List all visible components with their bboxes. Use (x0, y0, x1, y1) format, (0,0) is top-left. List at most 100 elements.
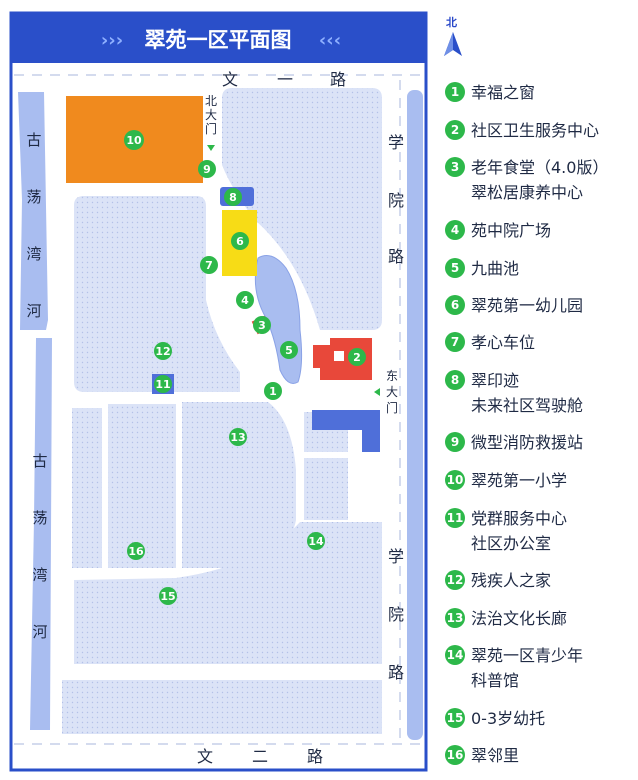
legend-label: 残疾人之家 (471, 568, 551, 593)
svg-text:15: 15 (160, 590, 175, 603)
legend-label-line: 翠邻里 (471, 746, 520, 765)
svg-text:10: 10 (126, 134, 142, 147)
marker-12[interactable]: 12 (154, 342, 172, 360)
marker-1[interactable]: 1 (264, 382, 282, 400)
legend-item-9[interactable]: 9 微型消防救援站 (445, 430, 583, 455)
marker-9[interactable]: 9 (198, 160, 216, 178)
marker-5[interactable]: 5 (280, 341, 298, 359)
east-gate-char-3: 门 (386, 400, 398, 415)
east-gate-arrow-icon (374, 388, 380, 396)
legend-label-line: 孝心车位 (471, 333, 536, 352)
svg-text:7: 7 (205, 259, 213, 272)
legend-label: 法治文化长廊 (471, 606, 567, 631)
north-gate-char-2: 大 (205, 108, 217, 122)
legend-label-line: 老年食堂（4.0版） (471, 158, 609, 177)
legend-badge: 13 (445, 608, 465, 628)
road-top-char-2: 一 (277, 70, 293, 89)
marker-2[interactable]: 2 (348, 348, 366, 366)
river-upper (18, 92, 48, 330)
marker-10[interactable]: 10 (124, 130, 144, 150)
legend-item-5[interactable]: 5 九曲池 (445, 256, 519, 281)
legend-label-line: 翠苑第一幼儿园 (471, 296, 584, 315)
title-deco-right: ‹‹‹ (319, 30, 341, 51)
legend-badge: 1 (445, 82, 465, 102)
legend-label: 党群服务中心社区办公室 (471, 506, 567, 556)
legend-label-line: 翠苑第一小学 (471, 471, 568, 490)
river-upper-char-1: 古 (26, 131, 41, 149)
legend-item-13[interactable]: 13 法治文化长廊 (445, 606, 567, 631)
compass-label: 北 (446, 16, 457, 29)
legend-label: 九曲池 (471, 256, 519, 281)
legend-badge: 3 (445, 157, 465, 177)
road-bottom-char-1: 文 (197, 747, 213, 766)
river-lower-char-2: 荡 (32, 509, 47, 527)
legend-label: 翠苑一区青少年科普馆 (471, 643, 583, 693)
legend-label: 翠印迹未来社区驾驶舱 (471, 368, 583, 418)
road-right-upper-char-2: 院 (388, 191, 404, 210)
marker-16[interactable]: 16 (127, 542, 145, 560)
river-lower-char-3: 湾 (32, 566, 47, 584)
map-title: 翠苑一区平面图 (145, 28, 292, 52)
block-13-area (182, 402, 296, 568)
road-top-char-3: 路 (330, 70, 346, 89)
compass: 北 (442, 14, 464, 60)
legend-label-line: 法治文化长廊 (471, 609, 568, 628)
legend-label: 翠苑第一幼儿园 (471, 293, 583, 318)
legend-label: 幸福之窗 (471, 80, 535, 105)
road-right-lower-char-1: 学 (388, 547, 404, 566)
svg-text:6: 6 (236, 235, 244, 248)
legend-badge: 16 (445, 745, 465, 765)
legend-label: 翠苑第一小学 (471, 468, 567, 493)
legend-badge: 5 (445, 258, 465, 278)
marker-11[interactable]: 11 (154, 375, 172, 393)
marker-8[interactable]: 8 (224, 188, 242, 206)
marker-14[interactable]: 14 (307, 532, 325, 550)
svg-text:9: 9 (203, 163, 211, 176)
title-bar (11, 13, 426, 63)
marker-3[interactable]: 3 (253, 316, 271, 334)
legend-badge: 9 (445, 432, 465, 452)
block-16-area (108, 404, 176, 568)
legend-label: 0-3岁幼托 (471, 706, 545, 731)
marker-15[interactable]: 15 (159, 587, 177, 605)
legend-item-10[interactable]: 10 翠苑第一小学 (445, 468, 567, 493)
legend-label: 微型消防救援站 (471, 430, 583, 455)
road-bottom-char-2: 二 (252, 747, 268, 766)
community-map: ››› 翠苑一区平面图 ‹‹‹ 文 一 路 文 二 路 学 院 路 学 院 路 … (9, 11, 428, 772)
legend-label-line: 翠印迹 (471, 371, 520, 390)
legend-label-line: 社区卫生服务中心 (471, 121, 600, 140)
road-right-lower-char-3: 路 (388, 663, 404, 682)
block-east-small-2 (304, 458, 348, 520)
marker-4[interactable]: 4 (236, 291, 254, 309)
svg-text:14: 14 (308, 535, 324, 548)
road-bottom-char-3: 路 (307, 747, 323, 766)
east-gate-char-1: 东 (386, 369, 398, 383)
road-right-upper-char-3: 路 (388, 247, 404, 266)
legend-label-line: 残疾人之家 (471, 571, 552, 590)
right-river-strip (407, 90, 423, 740)
svg-text:2: 2 (353, 351, 361, 364)
legend-item-1[interactable]: 1 幸福之窗 (445, 80, 535, 105)
svg-text:8: 8 (229, 191, 237, 204)
legend-item-7[interactable]: 7 孝心车位 (445, 330, 535, 355)
marker-6[interactable]: 6 (231, 232, 249, 250)
legend-item-16[interactable]: 16 翠邻里 (445, 743, 519, 768)
marker-7[interactable]: 7 (200, 256, 218, 274)
legend-badge: 7 (445, 332, 465, 352)
legend-label: 翠邻里 (471, 743, 519, 768)
marker-13[interactable]: 13 (229, 428, 247, 446)
river-upper-char-2: 荡 (26, 188, 41, 206)
legend-label-line: 0-3岁幼托 (471, 709, 546, 728)
svg-text:1: 1 (269, 385, 277, 398)
legend-badge: 10 (445, 470, 465, 490)
